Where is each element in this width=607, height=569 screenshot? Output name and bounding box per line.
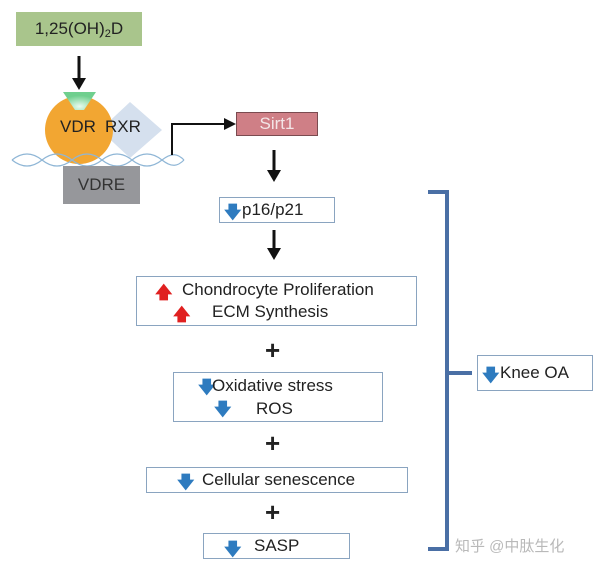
vdre-label: VDRE: [77, 175, 126, 194]
ligand-label: 1,25(OH)2D: [34, 18, 124, 40]
down-arrow-icon: 🡇: [177, 473, 195, 492]
ecm-synthesis-label: ECM Synthesis: [212, 302, 329, 321]
plus-sign: +: [265, 335, 281, 365]
vdre-box: VDRE: [63, 166, 140, 204]
vdr-label: VDR: [60, 117, 96, 136]
arrow-transcription: [171, 118, 236, 155]
down-arrow-icon: 🡇: [214, 400, 232, 419]
plus-sign: +: [265, 497, 281, 527]
bracket: [428, 190, 472, 551]
ligand-box: 1,25(OH)2D: [16, 12, 142, 46]
sirt1-box: Sirt1: [236, 112, 318, 136]
ros-label: ROS: [256, 399, 293, 418]
sasp-box: 🡇 SASP: [203, 533, 350, 559]
knee-oa-box: 🡇 Knee OA: [477, 355, 593, 391]
chondrocyte-proliferation-label: Chondrocyte Proliferation: [182, 280, 374, 299]
watermark: 知乎 @中肽生化: [455, 538, 565, 555]
p16-p21-box: 🡇 p16/p21: [219, 197, 335, 223]
rxr-shape: [100, 102, 162, 158]
rxr-label: RXR: [105, 117, 141, 136]
p16-p21-label: p16/p21: [242, 200, 304, 219]
up-arrow-icon: 🡅: [155, 283, 173, 302]
down-arrow-icon: 🡇: [482, 366, 500, 385]
knee-oa-label: Knee OA: [500, 363, 569, 382]
down-arrow-icon: 🡇: [224, 203, 242, 222]
cellular-senescence-box: 🡇 Cellular senescence: [146, 467, 408, 493]
cellular-senescence-label: Cellular senescence: [202, 470, 356, 489]
down-arrow-icon: 🡇: [198, 378, 216, 397]
chondrocyte-box: 🡅 🡅 Chondrocyte Proliferation ECM Synthe…: [136, 276, 417, 326]
ligand-pocket-shape: [63, 92, 96, 110]
arrow-p16-to-chondro: [267, 230, 281, 260]
sasp-label: SASP: [254, 536, 300, 555]
plus-sign: +: [265, 428, 281, 458]
arrow-ligand-to-vdr: [72, 56, 86, 90]
oxidative-stress-box: 🡇 🡇 Oxidative stress ROS: [173, 372, 383, 422]
oxidative-stress-label: Oxidative stress: [212, 376, 333, 395]
down-arrow-icon: 🡇: [224, 540, 242, 559]
dna-helix: [11, 153, 185, 167]
vdr-shape: [45, 96, 113, 164]
arrow-sirt1-to-p16: [267, 150, 281, 182]
sirt1-label: Sirt1: [259, 114, 295, 133]
up-arrow-icon: 🡅: [173, 305, 191, 324]
